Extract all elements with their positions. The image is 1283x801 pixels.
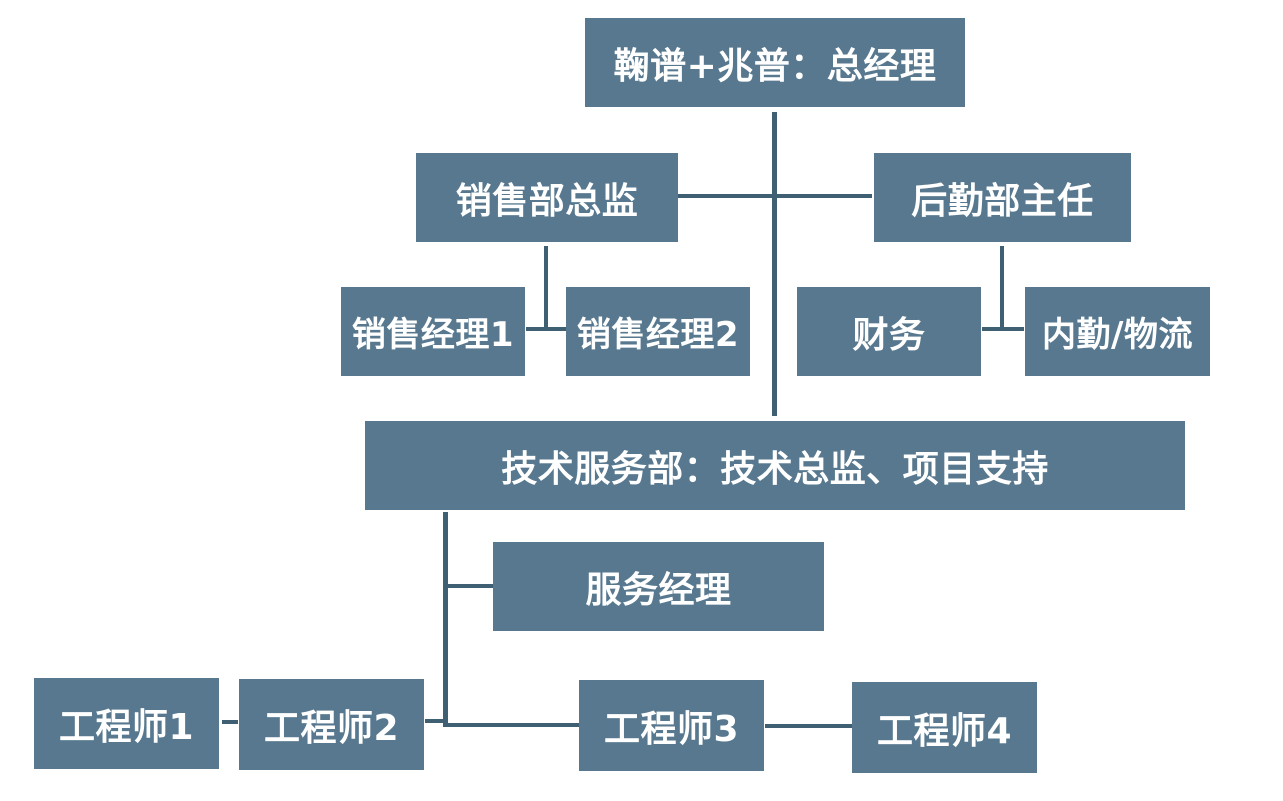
- logistics-head-box: 后勤部主任: [874, 153, 1131, 242]
- engineer-4-box: 工程师4: [852, 682, 1037, 773]
- engineer-2-box: 工程师2: [239, 679, 424, 770]
- connector-service-manager: [443, 584, 493, 588]
- connector-sales-down: [544, 246, 548, 330]
- connector-engineer2: [425, 719, 445, 723]
- sales-manager-1-box: 销售经理1: [341, 287, 525, 376]
- service-manager-box: 服务经理: [493, 542, 824, 631]
- sales-manager-2-box: 销售经理2: [566, 287, 750, 376]
- internal-logistics-box: 内勤/物流: [1025, 287, 1210, 376]
- general-manager-box: 鞠谱+兆普：总经理: [585, 18, 965, 107]
- connector-tech-trunk: [443, 512, 448, 727]
- connector-gm-trunk: [772, 112, 777, 416]
- connector-logistics-down: [1000, 246, 1004, 330]
- sales-director-box: 销售部总监: [416, 153, 678, 242]
- finance-box: 财务: [797, 287, 981, 376]
- connector-sales-managers: [526, 327, 566, 331]
- connector-sales-logistics: [678, 194, 872, 198]
- connector-engineer3: [443, 723, 580, 727]
- tech-service-box: 技术服务部：技术总监、项目支持: [365, 421, 1185, 510]
- engineer-3-box: 工程师3: [579, 680, 764, 771]
- engineer-1-box: 工程师1: [34, 678, 219, 769]
- connector-engineer3-4: [765, 724, 852, 728]
- connector-finance-internal: [982, 327, 1024, 331]
- connector-engineer1-2: [222, 720, 238, 724]
